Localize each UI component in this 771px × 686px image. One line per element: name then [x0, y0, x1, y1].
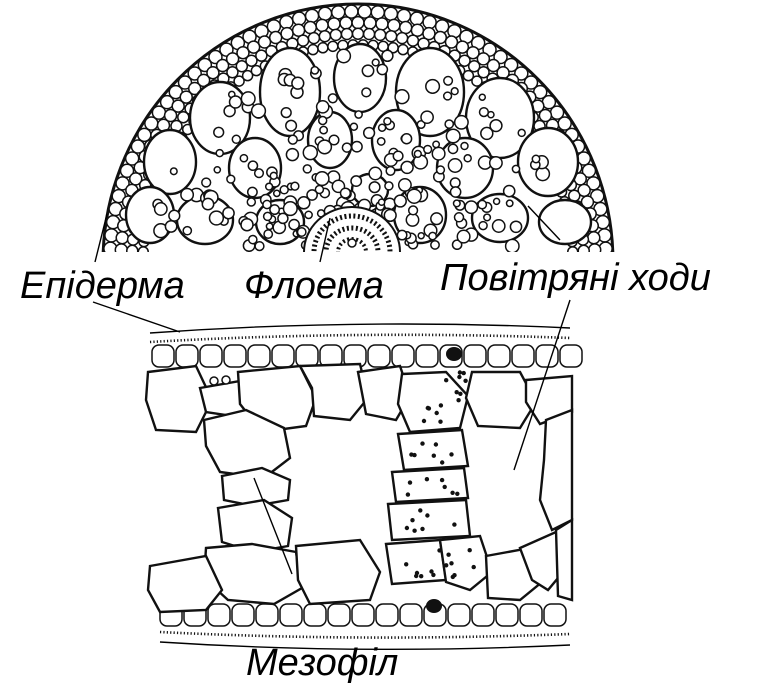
mesophyll-label: Мезофіл	[246, 642, 398, 684]
epidermis-label: Епідерма	[20, 265, 185, 307]
mesophyll-cells	[146, 364, 572, 612]
leaf-cross-section-drawing	[146, 324, 582, 649]
upper-epidermis-cells	[152, 345, 582, 367]
air-channels-label: Повітряні ходи	[440, 257, 711, 299]
lower-epidermis-cells	[160, 604, 566, 626]
phloem-label: Флоема	[244, 265, 384, 307]
